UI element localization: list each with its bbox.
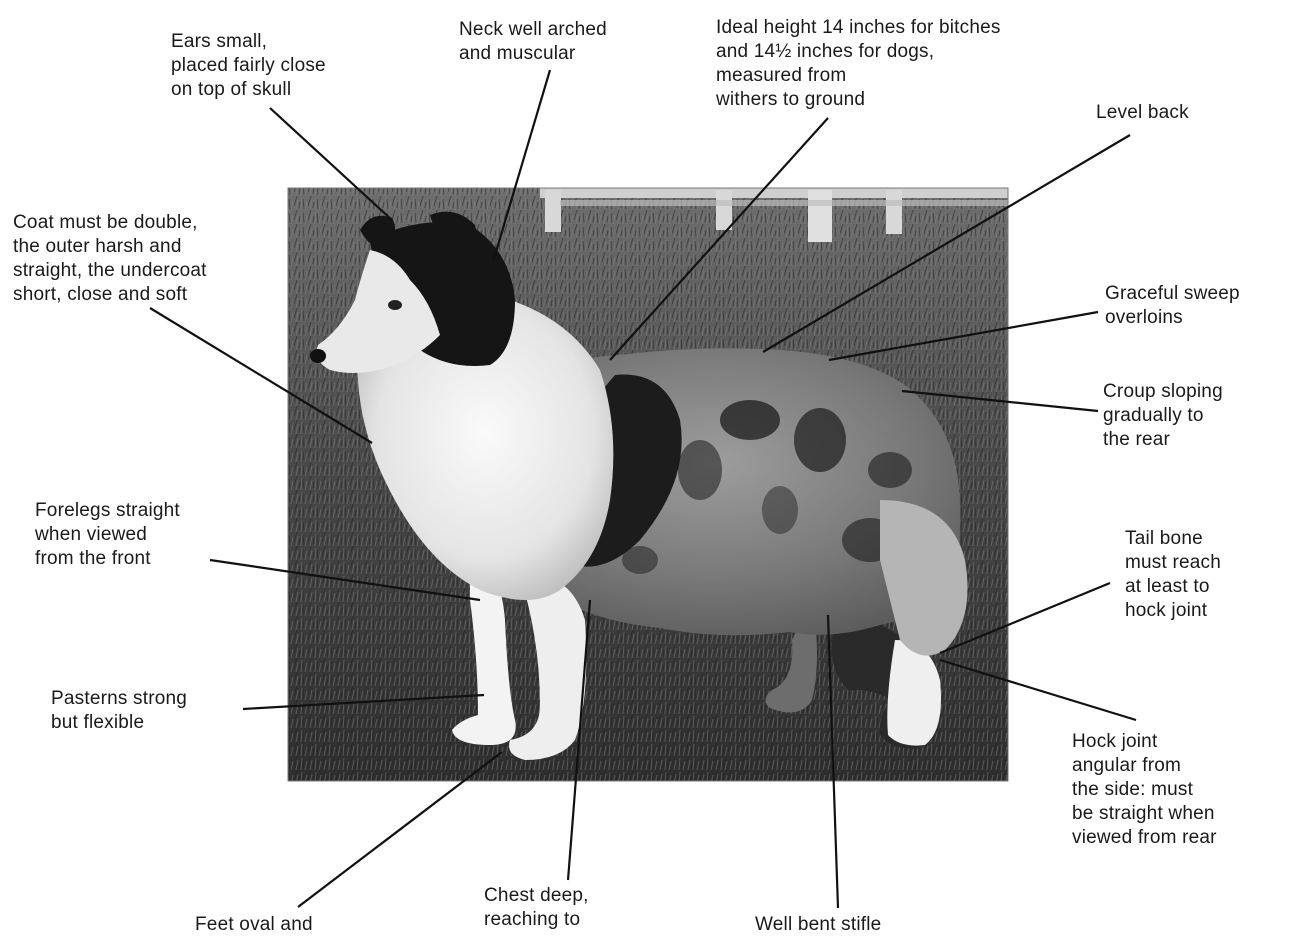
label-coat: Coat must be double, the outer harsh and… xyxy=(13,211,207,307)
label-neck: Neck well arched and muscular xyxy=(459,18,607,66)
label-height: Ideal height 14 inches for bitches and 1… xyxy=(716,16,1001,112)
label-sweep: Graceful sweep overloins xyxy=(1105,282,1240,330)
label-croup: Croup sloping gradually to the rear xyxy=(1103,380,1223,452)
label-forelegs: Forelegs straight when viewed from the f… xyxy=(35,499,180,571)
label-pasterns: Pasterns strong but flexible xyxy=(51,687,187,735)
label-ears: Ears small, placed fairly close on top o… xyxy=(171,30,326,102)
label-hock: Hock joint angular from the side: must b… xyxy=(1072,730,1217,850)
label-feet: Feet oval and xyxy=(195,913,313,937)
dog-eye xyxy=(388,300,402,310)
label-back: Level back xyxy=(1096,101,1189,125)
dog-photograph xyxy=(288,188,1008,781)
label-tail: Tail bone must reach at least to hock jo… xyxy=(1125,527,1221,623)
dog-nose xyxy=(310,349,326,363)
label-chest: Chest deep, reaching to xyxy=(484,884,589,932)
label-stifle: Well bent stifle xyxy=(755,913,881,937)
